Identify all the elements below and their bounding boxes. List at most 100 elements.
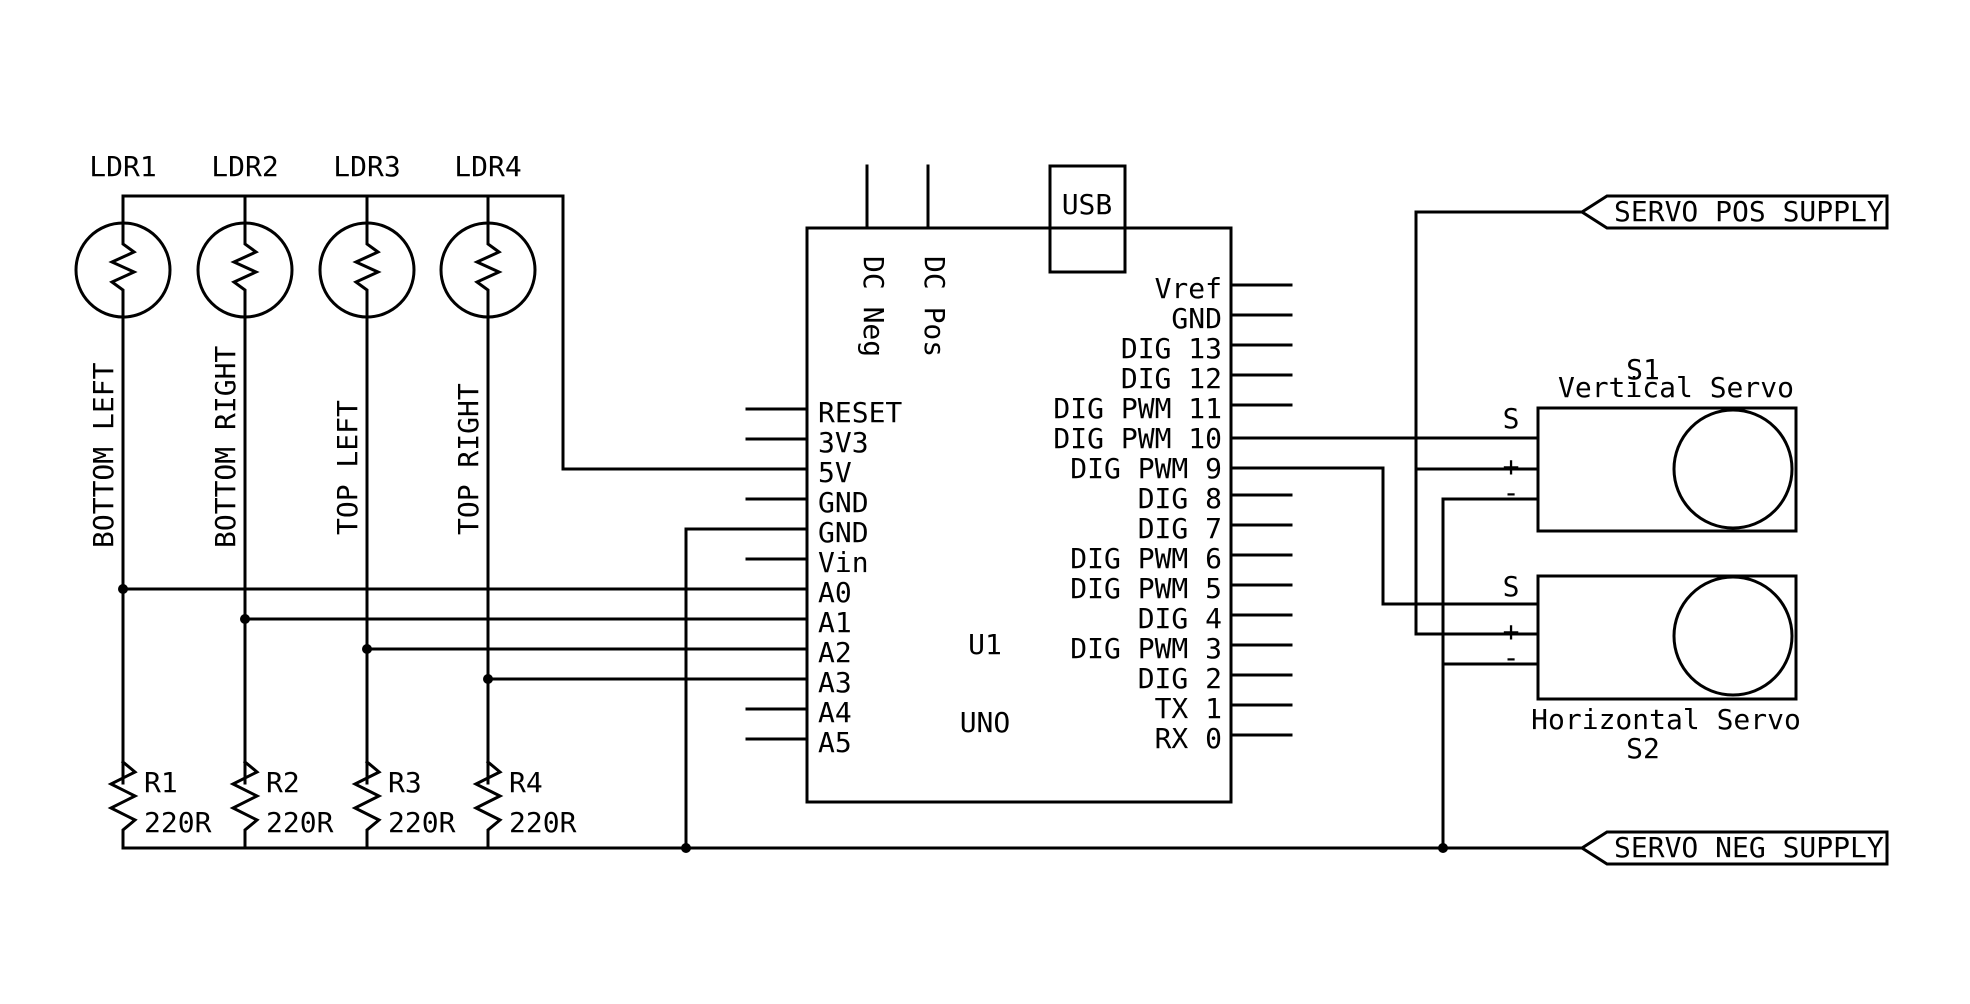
ground-bus <box>121 527 1584 853</box>
pin-label-tx1: TX 1 <box>1155 692 1222 725</box>
junction-a2 <box>362 644 372 654</box>
pin-label-d5: DIG PWM 5 <box>1070 572 1222 605</box>
servo-1-body <box>1536 406 1798 533</box>
ldr-sensors: LDR1 BOTTOM LEFT LDR2 BOTTOM RIGHT LDR3 … <box>74 150 809 785</box>
ldr-2-desc: BOTTOM RIGHT <box>209 346 242 548</box>
resistor-1-ref: R1 <box>144 766 178 799</box>
ldr-3-desc: TOP LEFT <box>331 400 364 535</box>
servo-1-pin-plus: + <box>1503 450 1520 483</box>
arduino-model: UNO <box>960 706 1011 739</box>
pin-label-3v3: 3V3 <box>818 426 869 459</box>
wire-d9-to-s2 <box>1229 466 1540 606</box>
junction-a0 <box>118 584 128 594</box>
ldr-4-desc: TOP RIGHT <box>452 383 485 535</box>
arduino-board: USB DC Neg DC Pos U1 UNO RESET 3V3 5V <box>745 164 1293 804</box>
pin-label-d9: DIG PWM 9 <box>1070 452 1222 485</box>
servo-1-horn <box>1672 408 1794 530</box>
resistor-4-value: 220R <box>509 806 577 839</box>
pin-label-d11: DIG PWM 11 <box>1053 392 1222 425</box>
pin-label-a3: A3 <box>818 666 852 699</box>
port-servo-neg-supply: SERVO NEG SUPPLY <box>1579 830 1889 866</box>
port-pos-shape <box>1579 194 1889 230</box>
servo-2: S + - Horizontal Servo S2 <box>1503 570 1801 765</box>
pin-label-gnd2: GND <box>818 516 869 549</box>
pin-label-gnd-right: GND <box>1171 302 1222 335</box>
pin-label-d13: DIG 13 <box>1121 332 1222 365</box>
pin-label-a1: A1 <box>818 606 852 639</box>
ldr-2: LDR2 BOTTOM RIGHT <box>196 150 294 785</box>
junction-a3 <box>483 674 493 684</box>
servo-2-pin-minus: - <box>1503 641 1520 674</box>
ldr-1-ref: LDR1 <box>89 150 156 183</box>
arduino-ref: U1 <box>968 628 1002 661</box>
ldr-2-zigzag <box>230 221 260 785</box>
analog-wires <box>118 584 809 684</box>
wire-servo-pos-supply <box>1414 210 1584 636</box>
pin-label-a4: A4 <box>818 696 852 729</box>
wire-gnd-to-bus <box>684 527 809 850</box>
port-neg-shape <box>1579 830 1889 866</box>
pin-label-d2: DIG 2 <box>1138 662 1222 695</box>
right-pin-stubs <box>1229 283 1293 737</box>
resistors: R1 220R R2 220R R3 220R R4 220R <box>107 759 577 850</box>
pin-label-d8: DIG 8 <box>1138 482 1222 515</box>
left-pin-stubs <box>745 407 809 741</box>
servo-wires <box>1229 210 1584 850</box>
pin-label-d3: DIG PWM 3 <box>1070 632 1222 665</box>
pin-label-reset: RESET <box>818 396 902 429</box>
servo-2-name: Horizontal Servo <box>1531 703 1801 736</box>
wire-s1-minus <box>1441 497 1540 850</box>
right-pin-labels: Vref GND DIG 13 DIG 12 DIG PWM 11 DIG PW… <box>1053 272 1222 755</box>
wire-5v-bus <box>121 194 809 471</box>
pin-label-rx0: RX 0 <box>1155 722 1222 755</box>
dc-pos-label: DC Pos <box>918 256 951 357</box>
usb-connector <box>1048 164 1127 274</box>
ldr-2-ref: LDR2 <box>211 150 278 183</box>
ldr-3-zigzag <box>352 221 382 785</box>
resistor-4: R4 220R <box>472 759 577 850</box>
resistor-2: R2 220R <box>229 759 334 850</box>
resistor-3: R3 220R <box>351 759 456 850</box>
ldr-4-ref: LDR4 <box>454 150 521 183</box>
ldr-4: LDR4 TOP RIGHT <box>439 150 537 785</box>
resistor-1-zigzag <box>107 759 139 850</box>
servo-1-pin-minus: - <box>1503 476 1520 509</box>
pin-label-a2: A2 <box>818 636 852 669</box>
pin-label-d10: DIG PWM 10 <box>1053 422 1222 455</box>
port-neg-label: SERVO NEG SUPPLY <box>1614 831 1884 864</box>
arduino-body <box>805 226 1233 804</box>
ldr-1: LDR1 BOTTOM LEFT <box>74 150 172 785</box>
servo-2-pin-s: S <box>1503 570 1520 603</box>
servo-2-ref: S2 <box>1626 732 1660 765</box>
resistor-3-ref: R3 <box>388 766 422 799</box>
resistor-3-zigzag <box>351 759 383 850</box>
servo-2-horn <box>1672 575 1794 697</box>
pin-label-d6: DIG PWM 6 <box>1070 542 1222 575</box>
pin-label-a0: A0 <box>818 576 852 609</box>
ldr-1-zigzag <box>108 221 138 785</box>
pin-label-5v: 5V <box>818 456 852 489</box>
dc-neg-label: DC Neg <box>857 256 890 357</box>
ldr-3-ref: LDR3 <box>333 150 400 183</box>
resistor-1: R1 220R <box>107 759 212 850</box>
servo-1: S1 Vertical Servo S + - <box>1503 353 1798 533</box>
ldr-3: LDR3 TOP LEFT <box>318 150 416 785</box>
ldr-4-zigzag <box>473 221 503 785</box>
resistor-2-ref: R2 <box>266 766 300 799</box>
resistor-1-value: 220R <box>144 806 212 839</box>
resistor-2-zigzag <box>229 759 261 850</box>
servo-1-pin-s: S <box>1503 402 1520 435</box>
resistor-4-ref: R4 <box>509 766 543 799</box>
servo-1-name: Vertical Servo <box>1558 371 1794 404</box>
pin-label-d4: DIG 4 <box>1138 602 1222 635</box>
pin-label-d12: DIG 12 <box>1121 362 1222 395</box>
junction-a1 <box>240 614 250 624</box>
pin-label-a5: A5 <box>818 726 852 759</box>
resistor-4-zigzag <box>472 759 504 850</box>
usb-label: USB <box>1062 188 1113 221</box>
servo-2-body <box>1536 574 1798 701</box>
servo-1-ref: S1 <box>1626 353 1660 386</box>
port-servo-pos-supply: SERVO POS SUPPLY <box>1579 194 1889 230</box>
resistor-2-value: 220R <box>266 806 334 839</box>
